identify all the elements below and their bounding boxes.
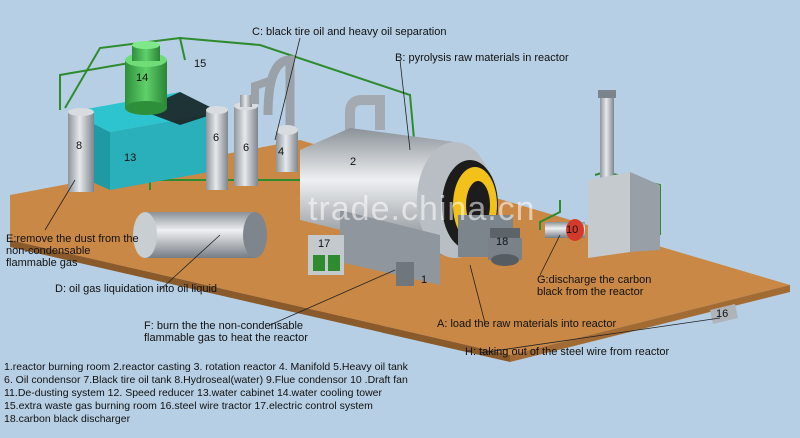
legend-line: 11.De-dusting system 12. Speed reducer 1… [4, 387, 383, 399]
component-legend: 1.reactor burning room 2.reactor casting… [4, 361, 408, 426]
callout-e: E:remove the dust from the non-condensab… [6, 233, 139, 269]
platform-side-edge [510, 285, 790, 362]
legend-line: 6. Oil condensor 7.Black tire oil tank 8… [4, 374, 408, 386]
black-tire-oil-tank [133, 212, 267, 258]
callout-a: A: load the raw materials into reactor [437, 318, 617, 330]
draft-fan-10 [545, 219, 585, 241]
label-8: 8 [76, 140, 83, 152]
oil-condensor-6a [206, 106, 228, 190]
label-2: 2 [350, 156, 357, 168]
label-15: 15 [194, 58, 207, 70]
manifold-4 [251, 55, 385, 172]
electric-control-cabinet-17 [308, 235, 344, 275]
callout-h: H: taking out of the steel wire from rea… [465, 346, 670, 358]
callout-d: D: oil gas liquidation into oil liquid [55, 283, 218, 295]
legend-line: 15.extra waste gas burning room 16.steel… [4, 400, 373, 412]
label-1: 1 [421, 274, 428, 286]
label-10: 10 [566, 224, 579, 236]
label-16: 16 [716, 308, 729, 320]
reactor-casting-2 [300, 128, 520, 258]
label-6a: 6 [213, 132, 220, 144]
carbon-black-discharger-18 [488, 238, 522, 266]
callout-g: G:discharge the carbon black from the re… [537, 274, 652, 298]
callout-c: C: black tire oil and heavy oil separati… [252, 26, 447, 38]
label-17: 17 [318, 238, 331, 250]
watermark-text: trade.china.cn [308, 190, 536, 228]
waste-gas-burning-room [588, 90, 660, 258]
steel-wire-tractor-16 [710, 304, 738, 324]
callout-b: B: pyrolysis raw materials in reactor [395, 52, 569, 64]
legend-line: 18.carbon black discharger [4, 413, 131, 425]
label-13: 13 [124, 152, 137, 164]
callout-f: F: burn the the non-condensable flammabl… [144, 320, 308, 344]
callout-leaders [44, 37, 721, 354]
label-18: 18 [496, 236, 509, 248]
oil-condensor-6b [234, 95, 258, 186]
reactor-burning-room-1 [340, 210, 440, 286]
label-14: 14 [136, 72, 149, 84]
label-4: 4 [278, 146, 285, 158]
water-cooling-tower-14 [125, 41, 167, 115]
platform-front-edge [10, 240, 510, 362]
legend-line: 1.reactor burning room 2.reactor casting… [4, 361, 408, 373]
label-6b: 6 [243, 142, 250, 154]
hydroseal-8 [68, 108, 94, 192]
